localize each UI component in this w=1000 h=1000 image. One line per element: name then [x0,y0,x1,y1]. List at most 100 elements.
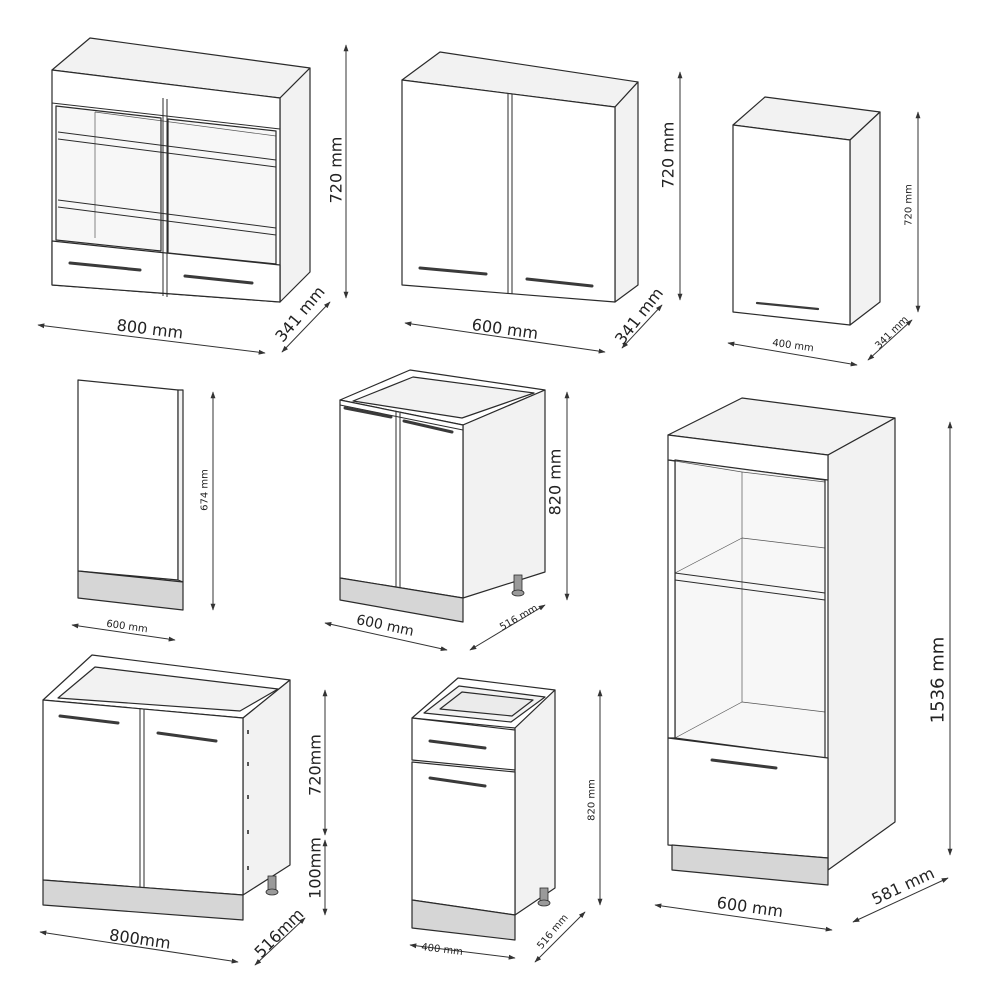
base-cabinet-600: 820 mm 600 mm 516 mm [324,369,570,652]
depth-dimension-arrow [852,877,949,923]
depth-dimension-arrow [254,917,306,966]
adjustable-leg [513,574,523,592]
wall-cabinet-400: 400 mm 341 mm 720 mm [727,96,921,367]
drawer-cabinet-400: 820 mm 400 mm 516 mm [409,677,603,963]
drawer-handle [710,758,778,770]
depth-dimension-arrow [281,301,331,353]
shelf-side-edge [674,537,743,574]
cabinet-side [614,81,639,303]
drawer-front [667,737,829,859]
sink-cabinet-800: 720mm 100mm 800mm 516mm [39,654,328,966]
depth-dimension-arrow [867,319,913,361]
drawer-handle [428,739,487,750]
width-dimension-arrow [37,323,266,355]
panel-front [77,379,179,581]
left-side-edge [667,459,676,739]
shelf-back-edge [741,537,826,549]
door-handle [68,261,142,272]
cabinet-side [462,389,546,599]
width-label: 400 mm [421,942,464,958]
door-handle [183,274,254,285]
height-label: 674 mm [200,469,211,511]
depth-dimension-arrow [534,911,586,963]
leg-foot [537,899,551,907]
top-rail-edge [51,102,281,130]
bottom-rail [51,240,281,303]
cabinet-side [849,111,881,326]
hinge-hole [247,795,249,799]
door-handle [428,776,487,788]
door-handle [525,277,594,288]
inner-ceiling-line [94,111,277,137]
oven-compartment [674,459,826,759]
depth-dimension-arrow [621,304,663,349]
tall-oven-cabinet: 1536 mm 600 mm 581 mm [654,397,953,932]
depth-label: 516mm [250,904,307,961]
width-dimension-arrow [409,943,516,960]
cabinet-plinth [339,577,464,623]
hinge-hole [247,730,249,734]
width-dimension-arrow [404,321,606,354]
width-label: 600 mm [716,893,785,921]
cabinet-side [242,679,291,896]
door-front [411,761,516,916]
door-handle [156,731,218,743]
carcass-height-label: 720mm [306,734,325,796]
cabinet-front [732,124,851,326]
cabinet-plinth [411,899,516,941]
shelf-line [674,572,826,594]
dishwasher-panel: 674 mm 600 mm [71,379,216,642]
hinge-hole [247,762,249,766]
hinge-hole [247,866,249,870]
depth-label: 341 mm [873,314,910,351]
compartment-floor-back [741,701,826,713]
cabinet-top-opening [352,376,535,419]
inner-ceiling-line [741,471,826,483]
shelf-line [674,579,826,601]
width-label: 600 mm [471,315,540,343]
height-label: 720 mm [327,137,346,204]
door-handle [418,266,488,276]
door-handle [402,419,454,434]
door-handle [755,301,820,311]
cabinet-side [514,689,556,916]
inner-ceiling-line [674,460,743,473]
height-label: 820 mm [587,779,598,821]
cabinet-plinth [42,879,244,921]
cabinet-plinth [671,844,829,886]
width-dimension-arrow [654,903,833,932]
leg-foot [265,888,279,896]
door-handle [343,406,393,419]
height-label: 820 mm [546,449,565,516]
depth-label: 516 mm [498,603,540,633]
cabinet-side [279,67,311,303]
plinth-height-label: 100mm [306,837,325,899]
cabinet-front [42,699,244,896]
adjustable-leg [267,875,277,891]
top-box-front [667,434,829,481]
glass-wall-cabinet: 800 mm 341 mm 720 mm [37,37,349,355]
panel-edge [177,389,184,583]
adjustable-leg [539,887,549,902]
depth-label: 581 mm [869,863,938,908]
height-label: 720 mm [904,184,915,226]
height-label: 720 mm [659,122,678,189]
wall-cabinet-600: 600 mm 341 mm 720 mm [401,51,683,354]
cabinet-side [827,417,896,871]
compartment-floor-side [674,701,743,739]
width-label: 800 mm [116,316,185,343]
width-dimension-arrow [727,341,858,367]
height-label: 1536 mm [928,637,949,724]
leg-foot [511,589,525,597]
door-handle [58,714,120,725]
glass-door-right [167,118,277,265]
panel-plinth [77,570,184,611]
width-dimension-arrow [39,930,239,964]
top-rail-edge [339,404,464,431]
glass-door-left [55,105,162,252]
depth-dimension-arrow [469,604,546,651]
hinge-hole [247,830,249,834]
drawer-box-inner [439,691,534,717]
width-dimension-arrow [71,623,176,642]
